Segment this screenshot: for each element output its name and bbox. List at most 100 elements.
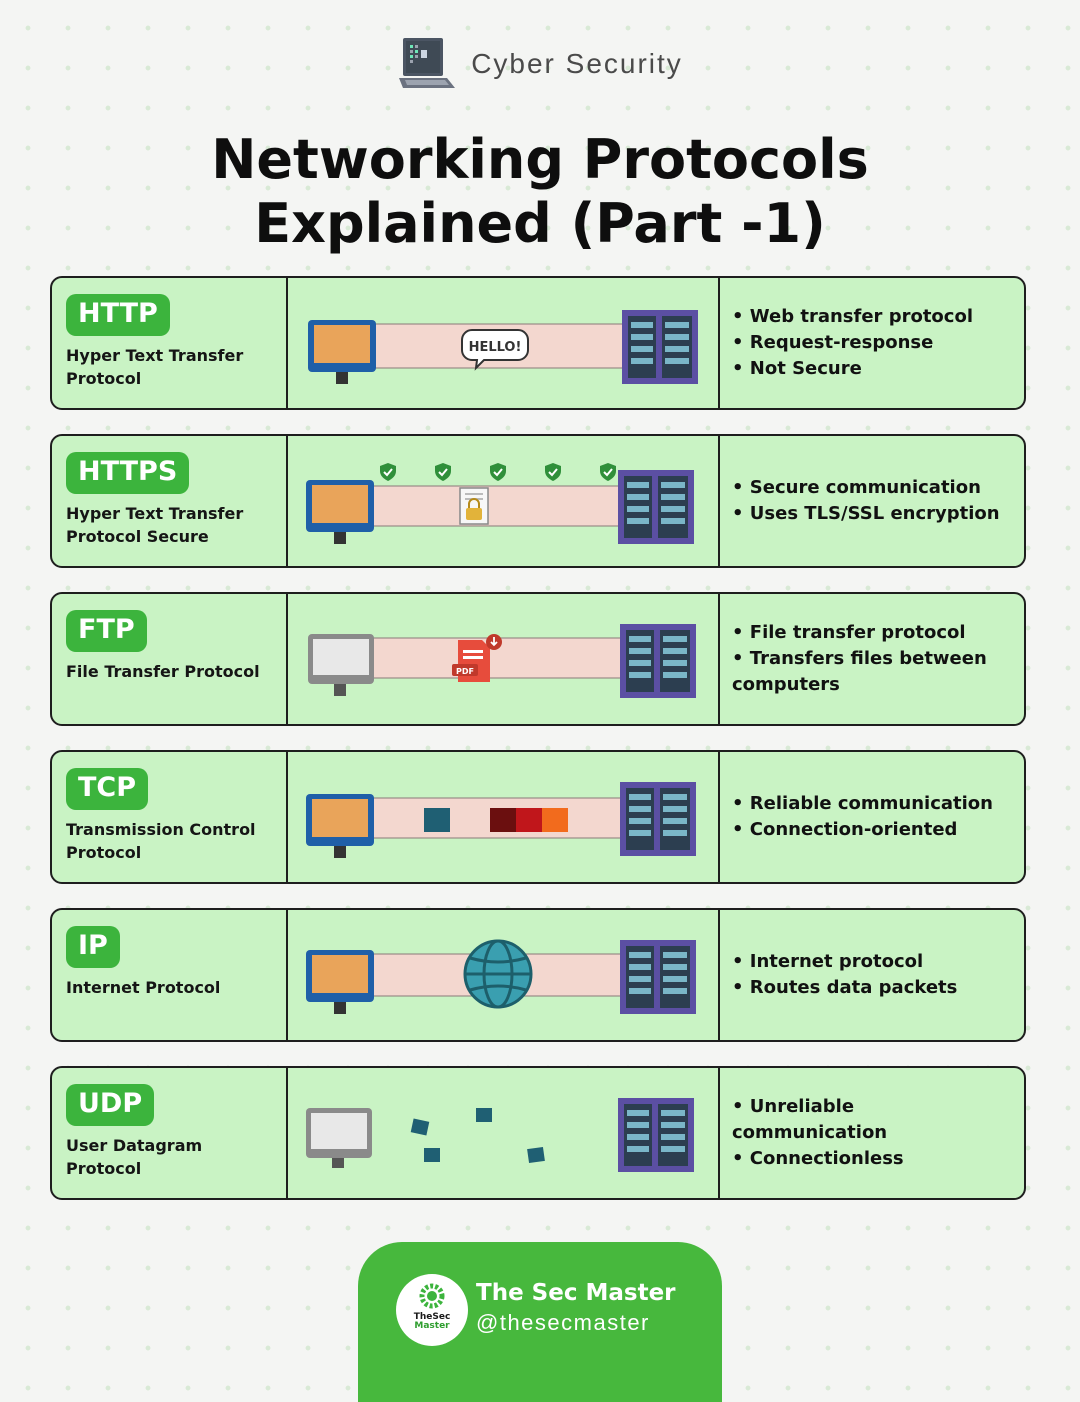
shield-check-icon: [380, 463, 396, 481]
desc-line: Connectionless: [732, 1146, 1014, 1172]
laptop-icon: [399, 38, 456, 88]
server-rack-icon: [620, 940, 696, 1014]
desc-line: Reliable communication: [732, 791, 1014, 817]
protocol-fullname: User Datagram Protocol: [66, 1134, 266, 1180]
server-rack-icon: [622, 310, 698, 384]
protocol-name-cell: UDP User Datagram Protocol: [52, 1068, 288, 1198]
protocol-visual-cell: HELLO!: [288, 278, 720, 408]
protocol-desc-cell: Unreliable communication Connectionless: [720, 1068, 1024, 1198]
protocol-name-cell: FTP File Transfer Protocol: [52, 594, 288, 724]
protocol-badge: UDP: [66, 1084, 155, 1126]
http-transfer-diagram: HELLO!: [308, 310, 698, 384]
fullname-line: Internet Protocol: [66, 978, 221, 997]
desc-line: Uses TLS/SSL encryption: [732, 501, 1014, 527]
desc-line: Transfers files between: [732, 646, 1014, 672]
protocol-badge: HTTP: [66, 294, 170, 336]
protocol-row-https: HTTPS Hyper Text Transfer Protocol Secur…: [50, 434, 1026, 568]
logo: TheSec Master: [396, 1274, 468, 1346]
pdf-label: PDF: [456, 667, 474, 676]
fullname-line: Protocol: [66, 1159, 142, 1178]
server-rack-icon: [620, 782, 696, 856]
client-monitor-icon: [306, 794, 374, 858]
desc-line: File transfer protocol: [732, 620, 1014, 646]
fullname-line: Transmission Control: [66, 820, 256, 839]
globe-icon: [463, 939, 533, 1009]
protocol-desc-cell: Web transfer protocol Request-response N…: [720, 278, 1024, 408]
shield-check-icon: [545, 463, 561, 481]
client-monitor-icon: [306, 1108, 372, 1168]
protocol-fullname: Internet Protocol: [66, 976, 266, 999]
fullname-line: User Datagram: [66, 1136, 203, 1155]
client-monitor-icon: [308, 320, 376, 384]
fullname-line: File Transfer Protocol: [66, 662, 260, 681]
fullname-line: Protocol: [66, 369, 142, 388]
ftp-transfer-diagram: PDF: [308, 624, 696, 698]
protocol-badge: HTTPS: [66, 452, 190, 494]
protocol-visual-cell: [288, 1068, 720, 1198]
shield-check-icon: [435, 463, 451, 481]
protocol-visual-cell: [288, 436, 720, 566]
packet-block: [542, 808, 568, 832]
client-monitor-icon: [308, 634, 374, 696]
server-rack-icon: [618, 1098, 694, 1172]
desc-line: Connection-oriented: [732, 817, 1014, 843]
desc-line: Web transfer protocol: [732, 304, 1014, 330]
shield-check-icon: [490, 463, 506, 481]
protocol-desc-cell: File transfer protocol Transfers files b…: [720, 594, 1024, 724]
protocol-row-tcp: TCP Transmission Control Protocol: [50, 750, 1026, 884]
packet-block: [516, 808, 542, 832]
protocol-fullname: Hyper Text Transfer Protocol Secure: [66, 502, 266, 548]
desc-line: Not Secure: [732, 356, 1014, 382]
protocol-fullname: Hyper Text Transfer Protocol: [66, 344, 266, 390]
protocol-fullname: File Transfer Protocol: [66, 660, 266, 683]
scattered-packets-icon: [410, 1108, 545, 1164]
protocol-name-cell: HTTP Hyper Text Transfer Protocol: [52, 278, 288, 408]
desc-line: Routes data packets: [732, 975, 1014, 1001]
desc-line: Secure communication: [732, 475, 1014, 501]
protocol-name-cell: IP Internet Protocol: [52, 910, 288, 1040]
fullname-line: Hyper Text Transfer: [66, 346, 244, 365]
protocol-row-http: HTTP Hyper Text Transfer Protocol: [50, 276, 1026, 410]
tcp-transfer-diagram: [306, 782, 696, 858]
protocol-row-ip: IP Internet Protocol: [50, 908, 1026, 1042]
protocol-visual-cell: PDF: [288, 594, 720, 724]
client-monitor-icon: [306, 480, 374, 544]
packet-block: [527, 1146, 545, 1164]
protocol-desc-cell: Reliable communication Connection-orient…: [720, 752, 1024, 882]
packet-block: [490, 808, 516, 832]
https-transfer-diagram: [306, 463, 694, 544]
protocol-name-cell: HTTPS Hyper Text Transfer Protocol Secur…: [52, 436, 288, 566]
footer-card: TheSec Master The Sec Master @thesecmast…: [358, 1242, 722, 1402]
server-rack-icon: [618, 470, 694, 544]
fullname-line: Protocol Secure: [66, 527, 209, 546]
protocol-badge: IP: [66, 926, 120, 968]
page-title: Networking Protocols Explained (Part -1): [0, 128, 1080, 256]
pdf-file-icon: PDF: [452, 634, 502, 682]
footer-handle: @thesecmaster: [476, 1310, 650, 1335]
fullname-line: Hyper Text Transfer: [66, 504, 244, 523]
hello-bubble-icon: HELLO!: [461, 329, 529, 371]
packet-block: [410, 1118, 430, 1136]
packet-block: [476, 1108, 492, 1122]
protocol-row-ftp: FTP File Transfer Protocol: [50, 592, 1026, 726]
ip-transfer-diagram: [306, 939, 696, 1014]
protocol-desc-cell: Secure communication Uses TLS/SSL encryp…: [720, 436, 1024, 566]
logo-text: TheSec Master: [396, 1313, 468, 1331]
title-line-1: Networking Protocols: [211, 128, 869, 191]
udp-transfer-diagram: [306, 1098, 694, 1172]
packet-block: [424, 1148, 440, 1162]
desc-line: Request-response: [732, 330, 1014, 356]
packet-block: [424, 808, 450, 832]
logo-line-2: Master: [414, 1321, 450, 1331]
protocol-desc-cell: Internet protocol Routes data packets: [720, 910, 1024, 1040]
desc-continuation: computers: [732, 674, 840, 695]
desc-line: Internet protocol: [732, 949, 1014, 975]
fullname-line: Protocol: [66, 843, 142, 862]
gear-icon: [419, 1283, 445, 1309]
footer-name: The Sec Master: [476, 1280, 676, 1306]
protocol-fullname: Transmission Control Protocol: [66, 818, 266, 864]
desc-line: Unreliable communication: [732, 1094, 1014, 1146]
locked-document-icon: [459, 487, 489, 525]
server-rack-icon: [620, 624, 696, 698]
protocol-badge: FTP: [66, 610, 147, 652]
